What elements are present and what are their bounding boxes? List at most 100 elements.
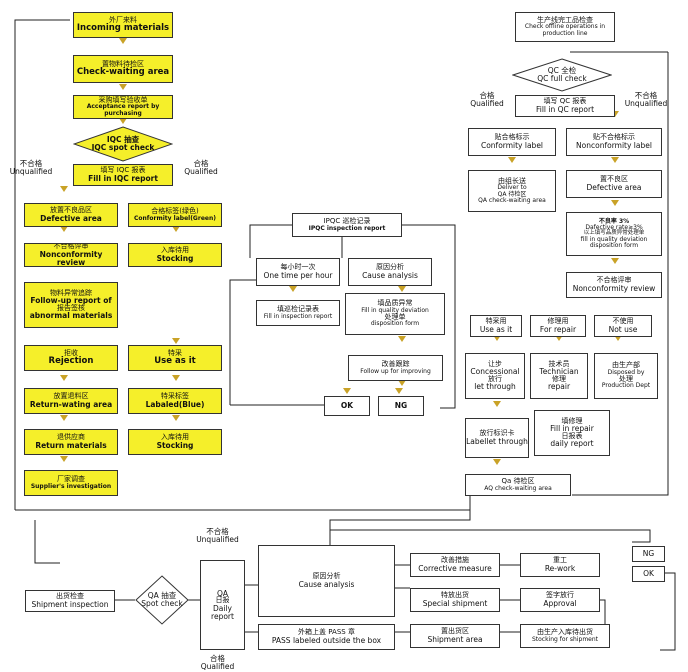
conformity-green-box: 合格标签(绿色) Conformity label(Green) [128, 203, 222, 227]
qa-daily-l2: 日报 [215, 596, 230, 605]
conf-label-en: Conformity label [480, 140, 544, 150]
disposed-en2: Production Dept [601, 382, 651, 390]
bottom-ng-loop [330, 529, 651, 543]
iqc-report-en: Fill in IQC report [88, 173, 158, 183]
return-materials-box: 退供应商 Return materials [24, 429, 118, 455]
check-waiting-zh: 置物料待检区 [102, 59, 144, 68]
acceptance-en: Acceptance report by purchasing [86, 103, 160, 117]
qa-spot-check-diamond: QA 抽查 Spot check [135, 575, 189, 625]
return-area-zh: 放置退料区 [53, 392, 89, 401]
qc-full-zh: QC 全检 [547, 66, 577, 76]
rework-en: Re-work [544, 563, 576, 573]
qc-report-en: Fill in QC report [535, 104, 595, 114]
iqc-spot-zh: IQC 抽查 [106, 135, 140, 145]
pass-labeled-zh: 外箱上盖 PASS 章 [298, 628, 355, 637]
stocking1-zh: 入库待用 [161, 246, 189, 255]
not-use-en: Not use [608, 324, 638, 334]
approval-box: 签字放行 Approval [520, 588, 600, 612]
defect-rate-l1: 不良率 3% [598, 217, 630, 225]
followup-zh1: 物料异常追踪 [50, 288, 92, 297]
bottom-cause-analysis-box: 原因分析 Cause analysis [258, 545, 395, 617]
defect-rate-box: 不良率 3% Dafective rate≥3% 以上填写品质异常处理单 fil… [566, 212, 662, 256]
technician-en1: Technician [539, 367, 579, 377]
qa-daily-l1: QA [216, 588, 229, 598]
quality-dev-zh1: 填品质异常 [377, 299, 413, 308]
for-repair-en: For repair [539, 324, 577, 334]
nonconformity-label-box: 贴不合格标示 Nonconformity label [566, 128, 662, 156]
shipment-inspection-box: 出货检查 Shipment inspection [25, 590, 115, 612]
left-nonconformity-review-box: 不合格评审 Nonconformity review [24, 243, 118, 267]
ipqc-ng-loop [400, 224, 456, 409]
conformity-green-zh: 合格标签(绿色) [151, 207, 199, 216]
rejection-box: 拒收 Rejection [24, 345, 118, 371]
deliver-qa-en3: QA check-waiting area [478, 196, 546, 204]
repair-report-en1: Fill in repair [550, 424, 594, 434]
improving-en: Follow up for improving [360, 367, 431, 375]
defect-rate-l3: 以上填写品质异常处理单 [583, 230, 645, 237]
iqc-spot-en: IQC spot check [91, 143, 155, 152]
use-as-it-box-left: 特采 Use as it [128, 345, 222, 371]
right-defective-zh: 置不良区 [600, 175, 628, 184]
quality-dev-en1: Fill in quality deviation [361, 306, 429, 314]
rejection-zh: 拒收 [64, 348, 78, 357]
ipqc-ng-text: NG [394, 401, 408, 411]
use-as-it-box-right: 特采用 Use as it [470, 315, 522, 337]
ship-insp-en: Shipment inspection [31, 599, 109, 609]
deliver-qa-box: 由组长送 Deliver to QA 待检区 QA check-waiting … [468, 170, 556, 212]
one-time-per-hour-box: 每小时一次 One time per hour [256, 258, 340, 286]
return-area-en: Return-wating area [29, 399, 113, 409]
iqc-report-box: 填写 IQC 报表 Fill in IQC report [73, 164, 173, 186]
quality-dev-en2: disposition form [370, 320, 420, 328]
supplier-inv-zh: 厂家调查 [57, 475, 85, 484]
conformity-green-en: Conformity label(Green) [134, 214, 216, 222]
approval-zh: 签字放行 [546, 591, 574, 600]
r-use-as-it-en: Use as it [479, 324, 513, 334]
use-as-it-zh: 特采 [168, 348, 182, 357]
qa-daily-l3: Daily [213, 603, 232, 613]
one-time-en: One time per hour [263, 270, 333, 280]
repair-report-en2: daily report [550, 439, 594, 449]
prod-check-zh: 生产线完工品检查 [537, 16, 593, 25]
qc-report-zh: 填写 QC 报表 [543, 97, 587, 106]
conformity-label-box: 贴合格标示 Conformity label [468, 128, 556, 156]
concessional-en1: Concessional [470, 367, 520, 377]
prod-check-en: Check offline operations in production l… [524, 23, 606, 37]
defect-rate-l4: fill in quality deviation [580, 235, 648, 243]
right-feedback-line [572, 52, 669, 496]
ipqc-record-en: IPQC inspection report [308, 224, 386, 232]
fill-inspection-zh: 填巡检记录表 [277, 305, 319, 314]
qc-report-box: 填写 QC 报表 Fill in QC report [515, 95, 615, 117]
qa-check-waiting-box: Qa 待检区 AQ check-waiting area [465, 474, 571, 496]
concessional-zh1: 让步 [488, 359, 502, 368]
special-en: Special shipment [422, 598, 488, 608]
disposed-zh2: 处理 [619, 375, 633, 383]
qc-full-check-diamond: QC 全检 QC full check [512, 58, 612, 92]
disposed-en1: Disposed by [607, 368, 645, 376]
followup-en1: Follow-up report of [30, 296, 112, 306]
b-cause-zh: 原因分析 [312, 572, 341, 581]
technician-en2: repair [547, 382, 571, 392]
repair-report-zh2: 日报表 [561, 432, 583, 440]
ship-insp-zh: 出货检查 [56, 592, 84, 601]
right-nonconformity-review-box: 不合格评审 Nonconformity review [566, 272, 662, 298]
concessional-box: 让步 Concessional 放行 let through [465, 353, 525, 399]
shipment-area-box: 置出货区 Shipment area [410, 624, 500, 648]
ipqc-ok-box: OK [324, 396, 370, 416]
acceptance-zh: 采购填写验收单 [98, 96, 148, 105]
acceptance-report-box: 采购填写验收单 Acceptance report by purchasing [73, 95, 173, 119]
ipqc-cause-zh: 原因分析 [376, 263, 404, 272]
stocking-ship-zh: 由生产入库待出货 [537, 628, 593, 637]
check-waiting-en: Check-waiting area [76, 67, 170, 78]
bottom-ok-box: OK [632, 566, 665, 582]
nonconf-label-en: Nonconformity label [576, 140, 652, 150]
return-materials-en: Return materials [35, 440, 107, 450]
shipment-area-en: Shipment area [427, 634, 483, 644]
use-as-it-en: Use as it [154, 356, 196, 367]
qa-spot-zh: QA 抽查 [147, 591, 177, 601]
supplier-inv-en: Supplier's investigation [30, 482, 112, 490]
incoming-zh: 外厂来料 [109, 15, 137, 24]
labeled-blue-en: Labaled(Blue) [145, 399, 205, 409]
quality-dev-zh2: 处理单 [384, 313, 406, 321]
